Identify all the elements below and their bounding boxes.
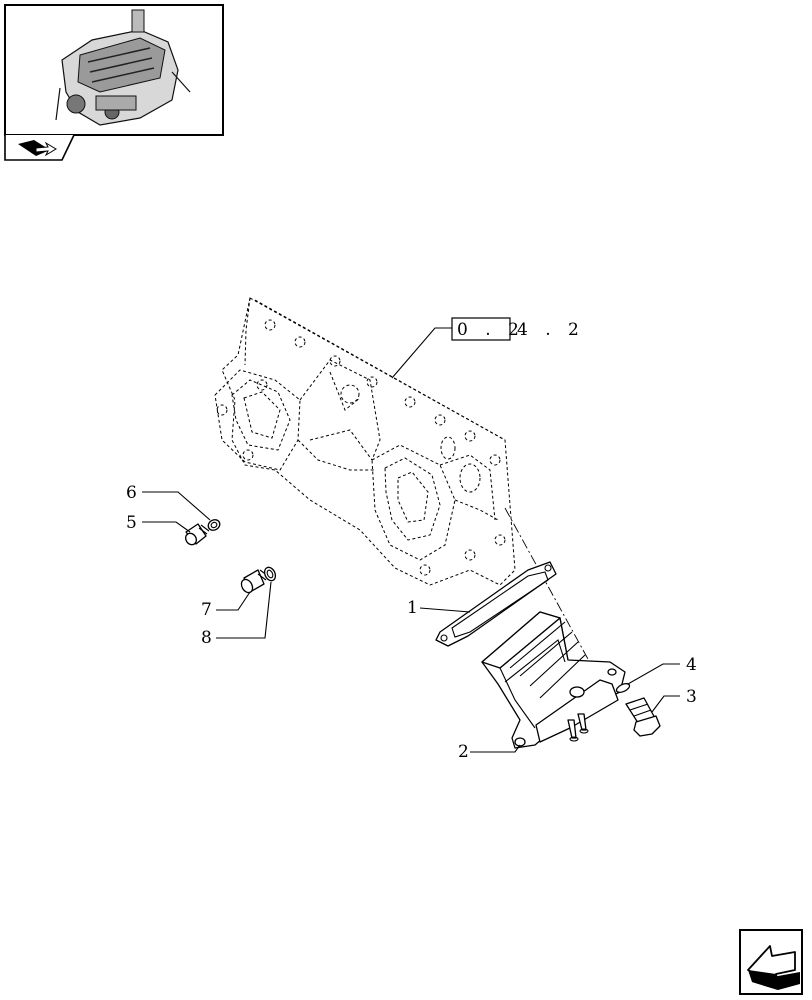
part-2-housing bbox=[481, 611, 626, 749]
part-4-washer bbox=[615, 683, 631, 693]
parts-diagram: 0 . 2 4 . 2 1 2 3 4 5 6 7 8 bbox=[126, 297, 697, 762]
book-arrow-icon[interactable] bbox=[18, 140, 57, 157]
part-8-seal-ring bbox=[263, 566, 277, 582]
callout-1[interactable]: 1 bbox=[407, 598, 418, 618]
reference-tail-text: 4 . 2 bbox=[517, 320, 585, 340]
manifold-reference-part bbox=[214, 297, 516, 586]
leader-lines bbox=[142, 327, 680, 753]
callout-6[interactable]: 6 bbox=[126, 483, 137, 503]
callout-7[interactable]: 7 bbox=[201, 600, 212, 620]
callout-4[interactable]: 4 bbox=[686, 655, 697, 675]
callout-2[interactable]: 2 bbox=[458, 742, 469, 762]
callout-5[interactable]: 5 bbox=[126, 513, 137, 533]
part-7-plug bbox=[240, 569, 269, 594]
engine-thumbnail-icon bbox=[55, 9, 191, 126]
part-5-plug bbox=[185, 523, 210, 546]
callout-labels: 1 2 3 4 5 6 7 8 bbox=[126, 483, 697, 762]
next-page-arrow-icon[interactable] bbox=[739, 929, 803, 995]
reference-callout[interactable]: 0 . 2 4 . 2 bbox=[451, 317, 585, 341]
part-1-gasket bbox=[435, 561, 557, 647]
engine-thumbnail bbox=[4, 4, 224, 161]
part-3-bolt bbox=[625, 697, 661, 737]
callout-3[interactable]: 3 bbox=[686, 687, 697, 707]
reference-boxed-text: 0 . 2 bbox=[457, 320, 525, 340]
callout-8[interactable]: 8 bbox=[201, 628, 212, 648]
part-6-seal-ring bbox=[207, 519, 221, 531]
